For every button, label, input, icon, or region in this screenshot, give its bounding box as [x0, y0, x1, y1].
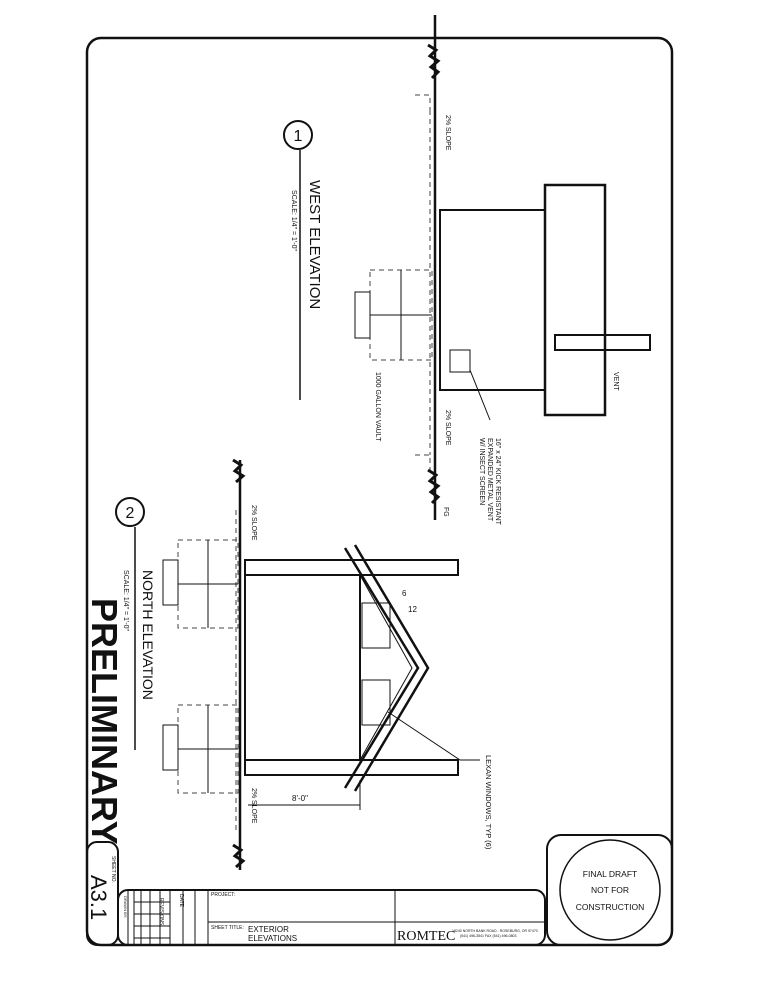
- svg-text:DRAWN BY:: DRAWN BY:: [123, 896, 128, 918]
- final-draft-stamp: FINAL DRAFT NOT FOR CONSTRUCTION: [546, 834, 673, 946]
- sheet-title-label: SHEET TITLE:: [211, 925, 244, 931]
- drawing-title: WEST ELEVATION: [306, 180, 323, 309]
- slope-label: 2% SLOPE: [250, 505, 257, 541]
- svg-text:W/ INSECT SCREEN: W/ INSECT SCREEN: [478, 438, 485, 505]
- detail-number: 1: [294, 128, 303, 145]
- vault-label: 1000 GALLON VAULT: [374, 372, 381, 442]
- earth-hatch: [427, 43, 441, 80]
- dimension-label: 8'-0": [292, 794, 308, 803]
- cmu-wall: [439, 209, 546, 391]
- sheet-number: A3.1: [86, 875, 111, 920]
- sheet-number-box: SHEET NO. A3.1: [86, 841, 119, 946]
- slope-label: 2% SLOPE: [444, 115, 451, 151]
- drawing-scale: SCALE: 1/4" = 1'-0": [290, 190, 297, 251]
- cmu-wall: [244, 574, 361, 761]
- sheet-border: [85, 36, 674, 947]
- detail-number-circle: [283, 120, 313, 150]
- finish-grade-label: FG: [442, 507, 449, 517]
- roof-fascia: [543, 183, 607, 417]
- vault: [162, 704, 239, 794]
- svg-text:ELEVATIONS: ELEVATIONS: [248, 934, 297, 943]
- vault: [354, 269, 433, 361]
- leader-line: [469, 369, 491, 421]
- svg-text:SHEET NO.: SHEET NO.: [110, 856, 116, 883]
- svg-text:EXPANDED METAL VENT: EXPANDED METAL VENT: [486, 438, 493, 522]
- sheet-title: EXTERIOR: [248, 925, 289, 934]
- leader-line: [387, 711, 480, 761]
- post: [244, 759, 459, 776]
- pitch-run: 12: [408, 605, 417, 614]
- title-block: DRAWN BY: REVISIONS DATE PROJECT: SHEET …: [117, 889, 546, 946]
- window-note: LEXAN WINDOWS, TYP (6): [484, 755, 493, 850]
- company-address: 18240 NORTH BANK ROAD - ROSEBURG, OR 974…: [452, 929, 538, 933]
- pitch-rise: 6: [402, 589, 407, 598]
- project-label: PROJECT:: [211, 892, 235, 898]
- drawing-title: NORTH ELEVATION: [140, 570, 156, 700]
- west-elevation: 1 WEST ELEVATION SCALE: 1/4" = 1'-0" 2% …: [283, 15, 651, 526]
- kick-vent-note: 16" x 24" KICK RESISTANT: [494, 438, 501, 526]
- date-label: DATE: [178, 894, 184, 908]
- post: [244, 559, 459, 576]
- vent-label: VENT: [612, 372, 619, 391]
- north-elevation: 8'-0" 6 12 LEXAN WINDOWS, TYP (6) 2 NORT…: [115, 458, 493, 870]
- preliminary-stamp: PRELIMINARY: [84, 598, 125, 845]
- vent-pipe: [554, 334, 651, 351]
- kick-vent: [449, 349, 471, 373]
- vault: [162, 539, 239, 629]
- svg-text:CONSTRUCTION: CONSTRUCTION: [576, 902, 644, 912]
- drawing-scale: SCALE: 1/4" = 1'-0": [122, 570, 129, 631]
- svg-text:FINAL DRAFT: FINAL DRAFT: [583, 869, 637, 879]
- roof-line: [343, 544, 430, 792]
- detail-number-circle: [115, 497, 145, 527]
- slope-label: 2% SLOPE: [250, 788, 257, 824]
- slope-label: 2% SLOPE: [444, 410, 451, 446]
- lexan-window: [361, 679, 391, 726]
- svg-text:NOT FOR: NOT FOR: [591, 885, 629, 895]
- revisions-label: REVISIONS: [158, 898, 164, 926]
- company-phone: (541) 496-3541 FAX (541) 496-0803: [460, 934, 516, 938]
- earth-hatch: [427, 468, 441, 505]
- company-logo: ROMTEC: [397, 929, 455, 944]
- detail-number: 2: [126, 505, 135, 522]
- gable-end: [359, 573, 413, 762]
- lexan-window: [361, 602, 391, 649]
